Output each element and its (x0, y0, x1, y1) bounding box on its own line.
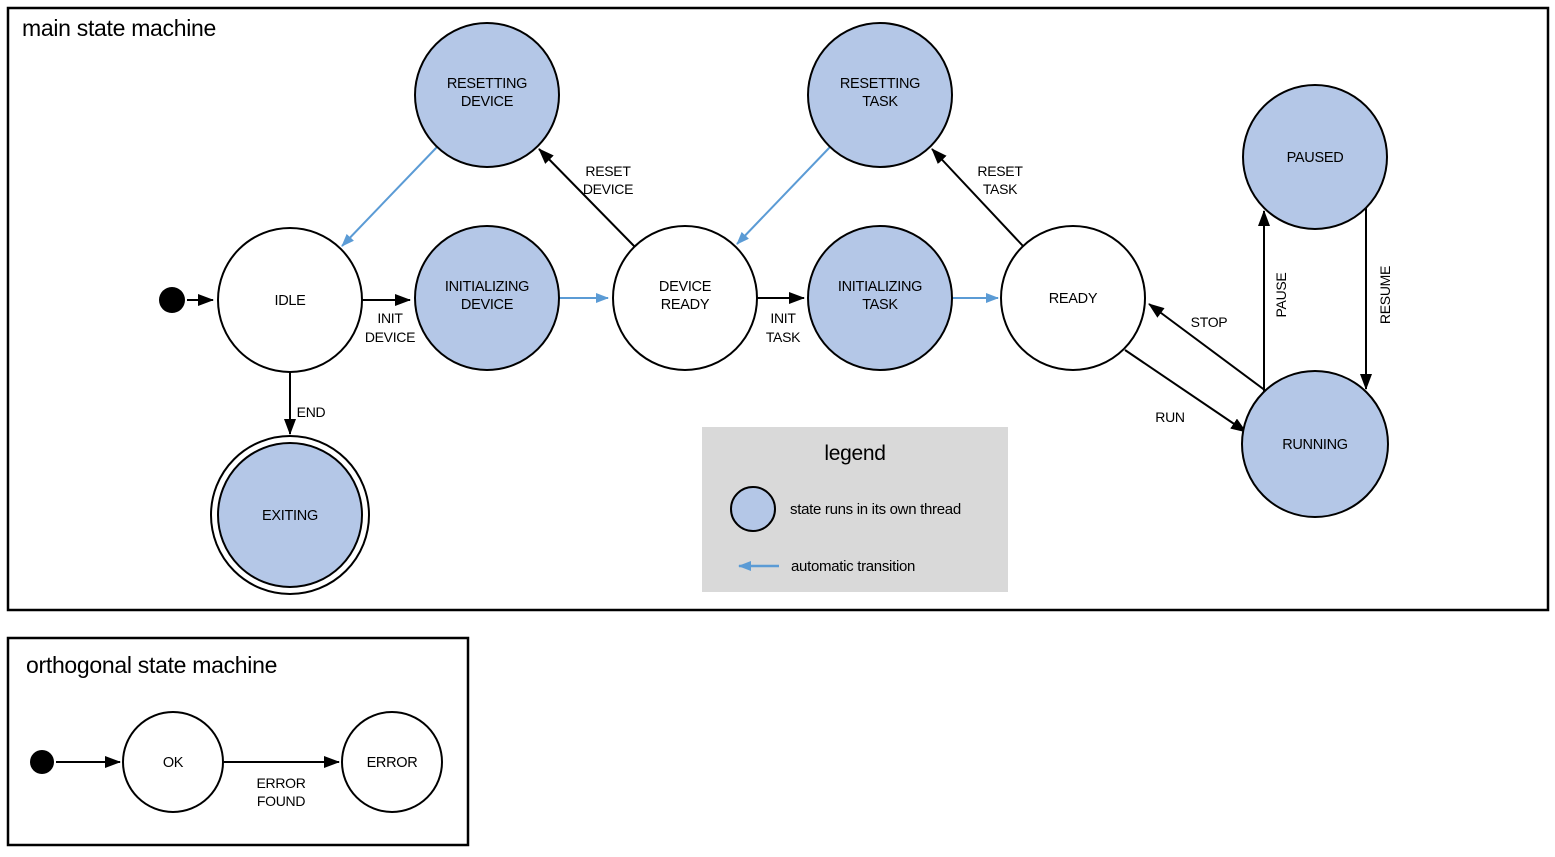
transition-label: DEVICE (365, 329, 415, 345)
orthogonal-machine-diagram: ERROR FOUND OK ERROR (30, 711, 443, 813)
transition-ready-to-resetting-task: RESET TASK (931, 148, 1024, 247)
state-initializing-device: INITIALIZING DEVICE (414, 225, 560, 371)
state-circle (1000, 225, 1146, 371)
legend-item-auto-label: automatic transition (791, 558, 915, 575)
initial-state-dot (30, 750, 54, 774)
state-label: INITIALIZING (445, 279, 529, 295)
state-label: TASK (862, 297, 898, 313)
state-label: RESETTING (447, 76, 527, 92)
state-label: PAUSED (1287, 150, 1344, 166)
state-label: DEVICE (461, 297, 514, 313)
state-label: EXITING (262, 508, 318, 524)
state-label: READY (1049, 291, 1098, 307)
legend: legend state runs in its own thread auto… (702, 427, 1008, 592)
state-circle (414, 22, 560, 168)
transition-label: RESUME (1377, 266, 1393, 324)
state-circle (217, 227, 363, 373)
state-label: DEVICE (461, 94, 514, 110)
transition-resetting-task-to-device-ready (736, 146, 831, 245)
transition-device-ready-to-initializing-task: INIT TASK (757, 292, 805, 345)
main-machine-diagram: INIT DEVICE RESET DEVICE INIT TASK RESET TASK RU… (159, 22, 1393, 595)
state-resetting-task: RESETTING TASK (807, 22, 953, 168)
state-exiting: EXITING (210, 435, 370, 595)
legend-title: legend (824, 442, 885, 465)
transition-label: STOP (1191, 314, 1228, 330)
legend-item-thread-label: state runs in its own thread (790, 501, 961, 518)
state-label: ERROR (367, 755, 418, 771)
transition-paused-to-running-resume: RESUME (1360, 208, 1393, 390)
main-machine-frame (6, 6, 1550, 612)
state-label: TASK (862, 94, 898, 110)
state-paused: PAUSED (1242, 84, 1388, 230)
state-error: ERROR (341, 711, 443, 813)
transition-label: TASK (766, 329, 801, 345)
transition-device-ready-to-resetting-device: RESET DEVICE (538, 148, 636, 248)
transition-idle-to-exiting-end: END (284, 372, 326, 435)
state-label: INITIALIZING (838, 279, 922, 295)
main-machine-title: main state machine (22, 15, 216, 41)
state-circle (807, 225, 953, 371)
transition-label: PAUSE (1273, 273, 1289, 318)
transition-running-to-ready-stop: STOP (1148, 303, 1267, 392)
transition-label: ERROR (256, 775, 305, 791)
state-circle (1242, 84, 1388, 230)
state-circle (612, 225, 758, 371)
state-label: IDLE (274, 293, 306, 309)
state-label: RUNNING (1282, 437, 1348, 453)
transition-label: RESET (585, 163, 631, 179)
state-initializing-task: INITIALIZING TASK (807, 225, 953, 371)
transition-idle-to-initializing-device: INIT DEVICE (362, 294, 415, 345)
legend-threaded-state-icon (730, 486, 776, 532)
state-label: OK (163, 755, 184, 771)
transition-label: DEVICE (583, 181, 633, 197)
state-idle: IDLE (217, 227, 363, 373)
state-ok: OK (122, 711, 224, 813)
state-circle (807, 22, 953, 168)
state-circle (122, 711, 224, 813)
state-running: RUNNING (1241, 370, 1389, 518)
transition-label: RESET (977, 163, 1023, 179)
transition-label: FOUND (257, 793, 305, 809)
state-label: RESETTING (840, 76, 920, 92)
transition-resetting-device-to-idle (341, 146, 438, 247)
transition-label: END (297, 404, 326, 420)
transition-running-to-paused-pause: PAUSE (1258, 210, 1289, 392)
state-label: READY (661, 297, 710, 313)
transition-label: INIT (377, 310, 403, 326)
state-circle (217, 442, 363, 588)
state-device-ready: DEVICE READY (612, 225, 758, 371)
transition-ok-to-error: ERROR FOUND (224, 756, 340, 809)
state-circle (414, 225, 560, 371)
orthogonal-machine-title: orthogonal state machine (26, 652, 277, 678)
state-label: DEVICE (659, 279, 712, 295)
transition-ready-to-running-run: RUN (1124, 349, 1247, 433)
state-resetting-device: RESETTING DEVICE (414, 22, 560, 168)
state-circle (1241, 370, 1389, 518)
transition-label: RUN (1155, 409, 1184, 425)
transition-label: INIT (770, 310, 796, 326)
state-ready: READY (1000, 225, 1146, 371)
transition-label: TASK (983, 181, 1018, 197)
orthogonal-machine-frame (6, 636, 470, 847)
initial-state-dot (159, 287, 185, 313)
state-circle (341, 711, 443, 813)
